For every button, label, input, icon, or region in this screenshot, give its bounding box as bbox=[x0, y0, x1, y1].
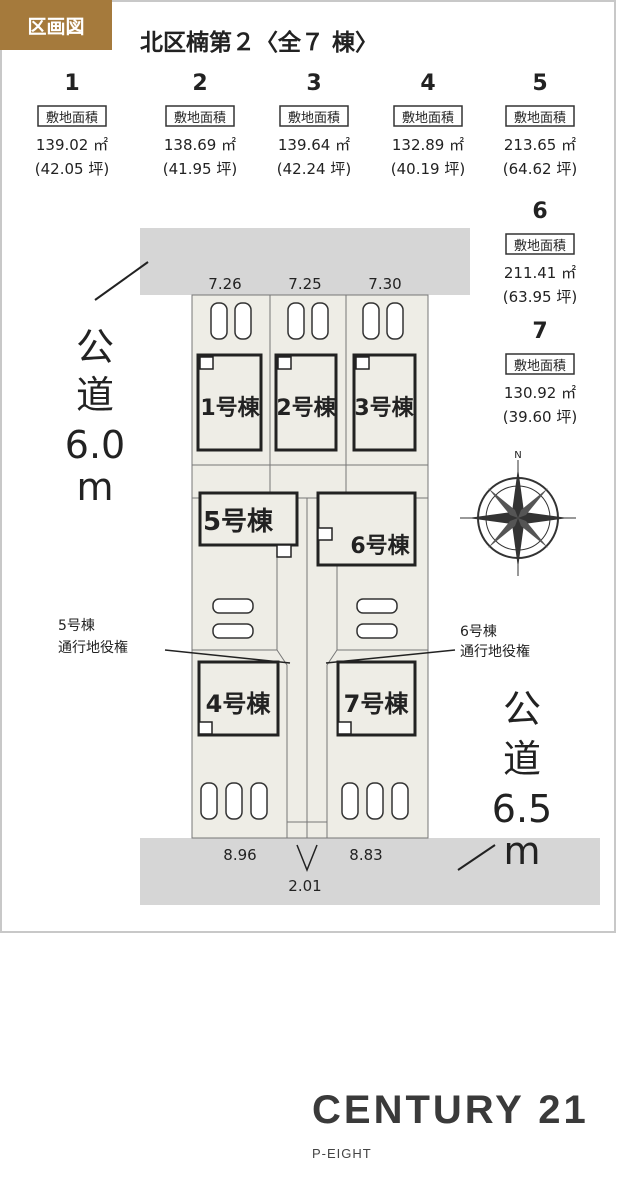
brand-sub: P-EIGHT bbox=[312, 1146, 372, 1161]
lot-info: 1 敷地面積 139.02 ㎡ (42.05 坪) 2 敷地面積 138.69 ㎡ (41.9… bbox=[35, 71, 577, 426]
west-road-width: 6.0 bbox=[65, 423, 125, 467]
car-icon bbox=[287, 302, 305, 340]
building-6-label: 6号棟 bbox=[350, 533, 410, 559]
lot-area: 138.69 ㎡ bbox=[164, 136, 236, 154]
car-icon bbox=[250, 782, 268, 820]
easement-6-leader bbox=[325, 649, 456, 664]
car-icon bbox=[210, 302, 228, 340]
page-title: 北区楠第２〈全７ 棟〉 bbox=[140, 29, 378, 56]
tag-label: 区画図 bbox=[27, 16, 84, 38]
car-icon bbox=[391, 782, 409, 820]
easement-5-leader bbox=[164, 649, 291, 664]
car-icon bbox=[200, 782, 218, 820]
building-5-label: 5号棟 bbox=[203, 507, 274, 537]
frontage-lot7: 8.83 bbox=[349, 846, 382, 864]
lot-area: 139.64 ㎡ bbox=[278, 136, 350, 154]
lot-number: 4 bbox=[420, 71, 435, 96]
car-icon bbox=[225, 782, 243, 820]
lot-tsubo: (42.05 坪) bbox=[35, 160, 109, 178]
area-label-box bbox=[165, 105, 235, 127]
building-outlines bbox=[196, 353, 417, 737]
south-road-label-1: 公 bbox=[503, 687, 541, 731]
lot-tsubo: (63.95 坪) bbox=[503, 288, 577, 306]
lot-number: 5 bbox=[532, 71, 547, 96]
area-label: 敷地面積 bbox=[514, 111, 566, 126]
area-label-box bbox=[393, 105, 463, 127]
west-road-label-1: 公 bbox=[76, 325, 114, 369]
area-label: 敷地面積 bbox=[402, 111, 454, 126]
area-label-box bbox=[505, 233, 575, 255]
lot-area: 211.41 ㎡ bbox=[504, 264, 576, 282]
north-road bbox=[140, 228, 470, 295]
parking-spaces bbox=[200, 302, 409, 820]
frontage-lot1: 7.26 bbox=[208, 275, 241, 293]
easement-6-label: 通行地役権 bbox=[460, 643, 530, 660]
car-icon bbox=[356, 598, 398, 614]
lot-area: 130.92 ㎡ bbox=[504, 384, 576, 402]
south-road-width: 6.5 bbox=[492, 787, 552, 831]
area-label: 敷地面積 bbox=[46, 111, 98, 126]
south-road bbox=[140, 838, 600, 905]
building-4-label: 4号棟 bbox=[206, 690, 272, 718]
car-icon bbox=[212, 623, 254, 639]
lot-area: 213.65 ㎡ bbox=[504, 136, 576, 154]
building-1-label: 1号棟 bbox=[200, 395, 260, 421]
easement-6-title: 6号棟 bbox=[460, 624, 497, 640]
building-2-label: 2号棟 bbox=[276, 395, 336, 421]
area-label: 敷地面積 bbox=[514, 239, 566, 254]
passage-pointer bbox=[296, 844, 318, 873]
car-icon bbox=[366, 782, 384, 820]
lot-area: 139.02 ㎡ bbox=[36, 136, 108, 154]
lot-tsubo: (39.60 坪) bbox=[503, 408, 577, 426]
south-road-leader bbox=[457, 844, 496, 871]
area-label-box bbox=[279, 105, 349, 127]
entrance-marks bbox=[198, 356, 370, 735]
lot-tsubo: (42.24 坪) bbox=[277, 160, 351, 178]
car-icon bbox=[362, 302, 380, 340]
car-icon bbox=[341, 782, 359, 820]
lot-number: 2 bbox=[192, 71, 207, 96]
car-icon bbox=[234, 302, 252, 340]
lot-tsubo: (64.62 坪) bbox=[503, 160, 577, 178]
car-icon bbox=[212, 598, 254, 614]
west-road-leader bbox=[94, 261, 149, 301]
car-icon bbox=[311, 302, 329, 340]
car-icon bbox=[386, 302, 404, 340]
compass-icon: N bbox=[460, 450, 576, 576]
easement-5-title: 5号棟 bbox=[58, 618, 95, 634]
tag-badge bbox=[0, 0, 112, 50]
brand-logo: CENTURY 21 bbox=[312, 1088, 589, 1132]
west-road-label-2: 道 bbox=[76, 373, 114, 417]
area-label: 敷地面積 bbox=[174, 111, 226, 126]
area-label-box bbox=[505, 353, 575, 375]
car-icon bbox=[356, 623, 398, 639]
lot-number: 7 bbox=[532, 319, 547, 344]
lot-number: 3 bbox=[306, 71, 321, 96]
easement-5-label: 通行地役権 bbox=[58, 639, 128, 656]
lot-tsubo: (41.95 坪) bbox=[163, 160, 237, 178]
lot-area: 132.89 ㎡ bbox=[392, 136, 464, 154]
west-road-unit: m bbox=[76, 465, 113, 509]
area-label-box bbox=[505, 105, 575, 127]
lot-number: 1 bbox=[64, 71, 79, 96]
compass-north: N bbox=[514, 450, 521, 461]
frontage-lot4: 8.96 bbox=[223, 846, 256, 864]
area-label: 敷地面積 bbox=[288, 111, 340, 126]
area-label-box bbox=[37, 105, 107, 127]
frontage-lot2: 7.25 bbox=[288, 275, 321, 293]
area-label: 敷地面積 bbox=[514, 359, 566, 374]
building-3-label: 3号棟 bbox=[354, 395, 414, 421]
frontage-lot3: 7.30 bbox=[368, 275, 401, 293]
building-7-label: 7号棟 bbox=[344, 690, 410, 718]
lot-number: 6 bbox=[532, 199, 547, 224]
south-road-label-2: 道 bbox=[503, 737, 541, 781]
frontage-passage: 2.01 bbox=[288, 877, 321, 895]
south-road-unit: m bbox=[503, 829, 540, 873]
lot-tsubo: (40.19 坪) bbox=[391, 160, 465, 178]
